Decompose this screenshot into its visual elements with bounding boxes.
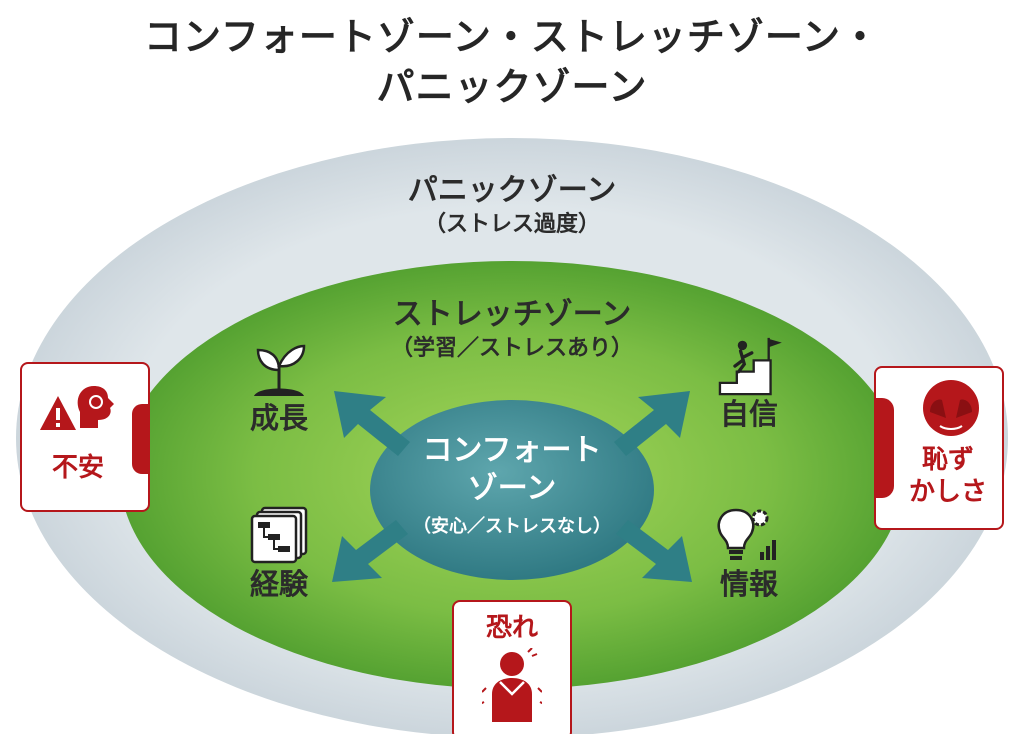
- stretch-zone-subtitle: （学習／ストレスあり）: [390, 336, 633, 361]
- comfort-zone-ellipse: [370, 400, 654, 580]
- face-covering-hands-icon: [923, 380, 979, 436]
- information-label: 情報: [719, 567, 778, 601]
- shame-label-line-1: 恥ず: [921, 445, 974, 475]
- anxiety-label: 不安: [51, 453, 104, 483]
- sprout-icon: [254, 344, 306, 396]
- panic-zone-subtitle: （ストレス過度）: [423, 212, 600, 237]
- panic-zone-title: パニックゾーン: [407, 173, 617, 208]
- title-line-1: コンフォートゾーン・ストレッチゾーン・: [143, 15, 881, 59]
- confidence-label: 自信: [719, 397, 778, 431]
- stacked-documents-icon: [250, 506, 308, 564]
- comfort-zone-label: コンフォート ゾーン （安心／ストレスなし）: [372, 432, 652, 540]
- panic-zone-label: パニックゾーン （ストレス過度）: [312, 172, 712, 240]
- fear-label: 恐れ: [485, 613, 538, 643]
- benefit-growth: 成長: [224, 340, 334, 436]
- arrow-confidence: [614, 391, 690, 456]
- stretch-zone-label: ストレッチゾーン （学習／ストレスあり）: [312, 296, 712, 364]
- anxiety-red-tab: [132, 404, 148, 474]
- diagram-title: コンフォートゾーン・ストレッチゾーン・ パニックゾーン: [0, 12, 1024, 112]
- risk-box-fear: 恐れ: [452, 600, 572, 734]
- benefit-confidence: 自信: [694, 336, 804, 432]
- arrow-experience: [332, 520, 408, 582]
- comfort-zone-title-line-2: ゾーン: [467, 471, 557, 506]
- benefit-experience: 経験: [224, 506, 334, 602]
- warning-head-icon: [40, 386, 114, 430]
- shame-red-tab: [876, 398, 894, 498]
- comfort-zone-title-line-1: コンフォート: [422, 433, 602, 468]
- risk-box-anxiety: 不安: [20, 362, 150, 512]
- experience-label: 経験: [249, 567, 308, 601]
- benefit-information: 情報: [694, 506, 804, 602]
- risk-box-shame: 恥ず かしさ: [874, 366, 1004, 530]
- comfort-zone-subtitle: （安心／ストレスなし）: [413, 516, 611, 537]
- climbing-stairs-flag-icon: [718, 337, 782, 396]
- arrow-information: [616, 520, 692, 582]
- shame-label-line-2: かしさ: [908, 477, 987, 507]
- title-line-2: パニックゾーン: [376, 65, 648, 109]
- frightened-person-icon: [482, 648, 542, 722]
- arrow-growth: [334, 391, 410, 456]
- shame-label: 恥ず かしさ: [896, 444, 1000, 508]
- stretch-zone-title: ストレッチゾーン: [392, 297, 632, 332]
- lightbulb-gear-icon: [717, 508, 776, 560]
- growth-label: 成長: [249, 401, 308, 435]
